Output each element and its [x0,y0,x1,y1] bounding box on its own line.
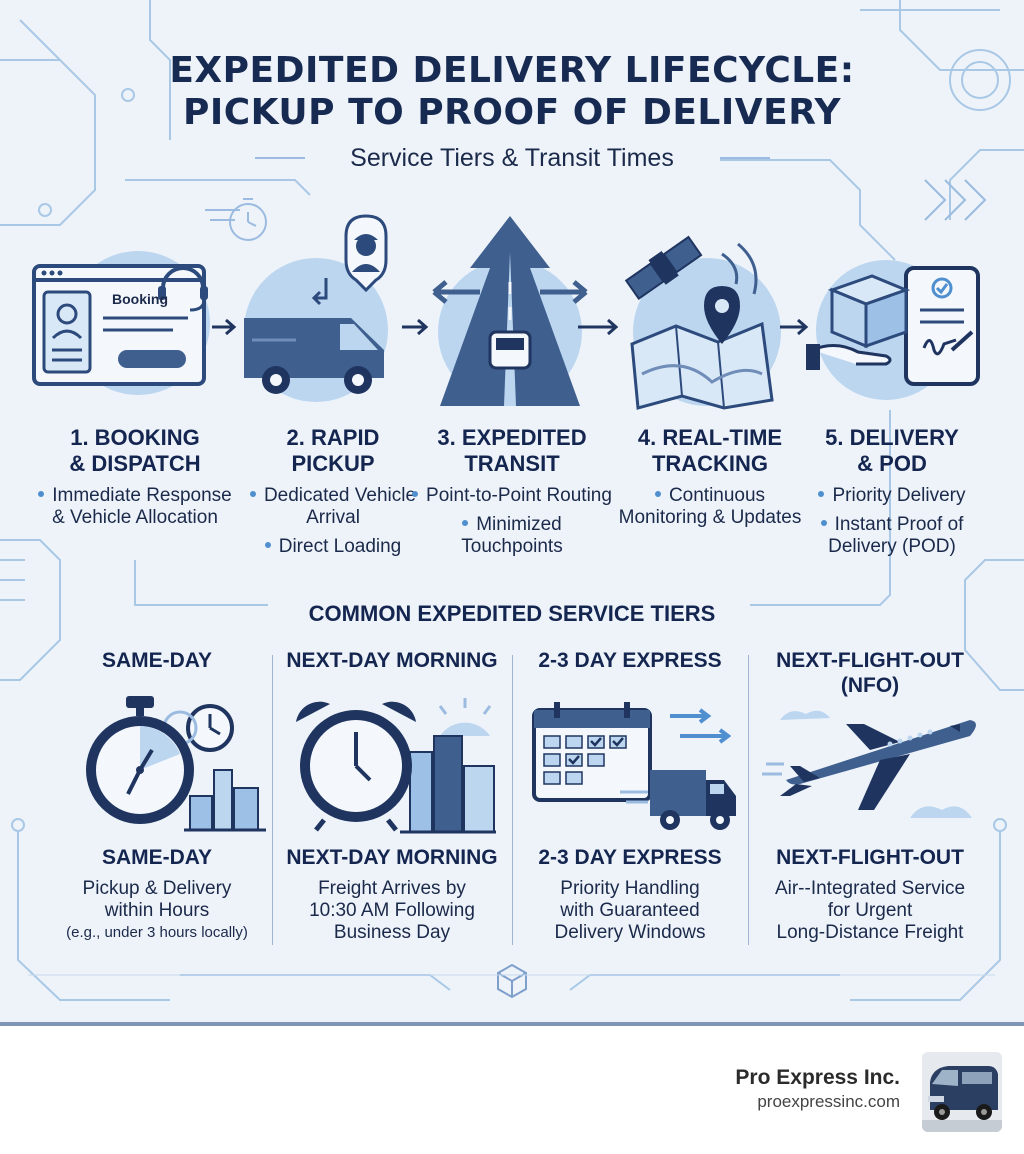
bullet-item: Instant Proof of Delivery (POD) [792,514,992,558]
tier-2-3-day-express: 2-3 DAY EXPRESS 2-3 DAY EXPRESS Priority… [510,648,750,943]
step-real-time-tracking: 4. REAL-TIME TRACKING Continuous Monitor… [610,425,810,536]
step-delivery-pod: 5. DELIVERY & POD Priority Delivery Inst… [792,425,992,565]
bullet-item: Immediate Response & Vehicle Allocation [35,485,235,529]
step-rapid-pickup: 2. RAPID PICKUP Dedicated Vehicle Arriva… [233,425,433,565]
tier-description: Air--Integrated Service for Urgent Long-… [774,878,966,943]
tier-top-label-line-1: NEXT-FLIGHT-OUT [776,649,964,672]
tier-same-day: SAME-DAY SAME-DAY Pickup & Delivery with… [37,648,277,941]
tier-top-label: 2-3 DAY EXPRESS [538,649,722,672]
tier-divider [512,655,513,945]
service-tiers-heading: COMMON EXPEDITED SERVICE TIERS [308,601,716,626]
tier-bottom-label: NEXT-FLIGHT-OUT [776,846,964,869]
step-title: 3. EXPEDITED TRANSIT [412,425,612,477]
bullet-item: Continuous Monitoring & Updates [618,485,802,528]
step-title-line-1: 4. REAL-TIME [637,425,783,450]
alarm-clock-sunrise-icon [296,698,496,834]
tier-top-label-line-2: (NFO) [840,674,900,697]
step-title: 1. BOOKING & DISPATCH [35,425,235,477]
satellite-map-pin-icon [624,235,781,410]
bullet-item: Direct Loading [233,536,433,558]
airplane-icon [762,710,976,818]
calendar-truck-icon [532,702,736,830]
bullet-item: Priority Delivery [792,485,992,507]
booking-screen-headset-icon [32,251,210,395]
step-title: 2. RAPID PICKUP [233,425,433,477]
tier-bottom-label: NEXT-DAY MORNING [286,846,498,869]
step-title: 4. REAL-TIME TRACKING [610,425,810,477]
page-subtitle: Service Tiers & Transit Times [350,144,674,172]
sprinter-van-photo-icon [922,1052,1002,1132]
bullet-item: Point-to-Point Routing [412,485,612,507]
stopwatch-city-icon [86,696,266,832]
step-bullets: Immediate Response & Vehicle Allocation [35,485,235,529]
footer: Pro Express Inc. proexpressinc.com [0,1026,1024,1154]
tier-divider [748,655,749,945]
bullet-item: Minimized Touchpoints [461,514,563,557]
step-title-line-1: 2. RAPID [286,425,380,450]
subtitle-rules [255,157,770,159]
step-title-line-2: PICKUP [291,451,375,476]
tier-bottom-label: SAME-DAY [101,846,213,869]
tier-bottom-label: 2-3 DAY EXPRESS [538,846,722,869]
tier-next-flight-out: NEXT-FLIGHT-OUT (NFO) NEXT-FLIGHT-OUT Ai… [750,648,990,943]
tier-description: Freight Arrives by 10:30 AM Following Bu… [309,878,475,943]
step-flow-arrows [212,318,809,336]
tier-next-day-morning: NEXT-DAY MORNING NEXT-DAY MORNING Freigh… [272,648,512,943]
tier-divider [272,655,273,945]
page-title-line-1: EXPEDITED DELIVERY LIFECYCLE: [169,50,855,91]
tier-top-label: NEXT-FLIGHT-OUT (NFO) [750,648,990,700]
circuit-decoration [0,0,1024,1001]
tier-top-label: NEXT-DAY MORNING [286,649,498,672]
step-bullets: Dedicated Vehicle Arrival Direct Loading [233,485,433,558]
step-title-line-2: TRANSIT [464,451,560,476]
step-bullets: Priority Delivery Instant Proof of Deliv… [792,485,992,558]
step-title-line-2: & POD [857,451,927,476]
step-title: 5. DELIVERY & POD [792,425,992,477]
page-title-line-2: PICKUP TO PROOF OF DELIVERY [182,92,842,133]
step-title-line-1: 1. BOOKING [70,425,200,450]
step-title-line-1: 3. EXPEDITED [437,425,587,450]
road-arrow-icon [432,216,588,406]
tier-top-label: SAME-DAY [101,649,213,672]
bullet-item: Dedicated Vehicle Arrival [233,485,433,529]
poster-bottom-border [0,1022,1024,1026]
tier-description: Priority Handling with Guaranteed Delive… [554,878,706,943]
package-signature-tablet-icon [806,260,980,400]
company-name: Pro Express Inc. [735,1066,900,1089]
step-title-line-1: 5. DELIVERY [825,425,959,450]
booking-label: Booking [112,291,168,307]
delivery-van-driver-icon [244,214,388,402]
company-url[interactable]: proexpressinc.com [757,1092,900,1111]
tier-description: Pickup & Delivery within Hours (e.g., un… [66,878,248,941]
step-title-line-2: TRACKING [651,451,769,476]
step-bullets: Continuous Monitoring & Updates [610,485,810,529]
step-title-line-2: & DISPATCH [69,451,201,476]
step-expedited-transit: 3. EXPEDITED TRANSIT Point-to-Point Rout… [412,425,612,565]
step-bullets: Point-to-Point Routing Minimized Touchpo… [412,485,612,558]
infographic-poster: EXPEDITED DELIVERY LIFECYCLE: PICKUP TO … [0,0,1024,1026]
step-booking-dispatch: 1. BOOKING & DISPATCH Immediate Response… [35,425,235,536]
